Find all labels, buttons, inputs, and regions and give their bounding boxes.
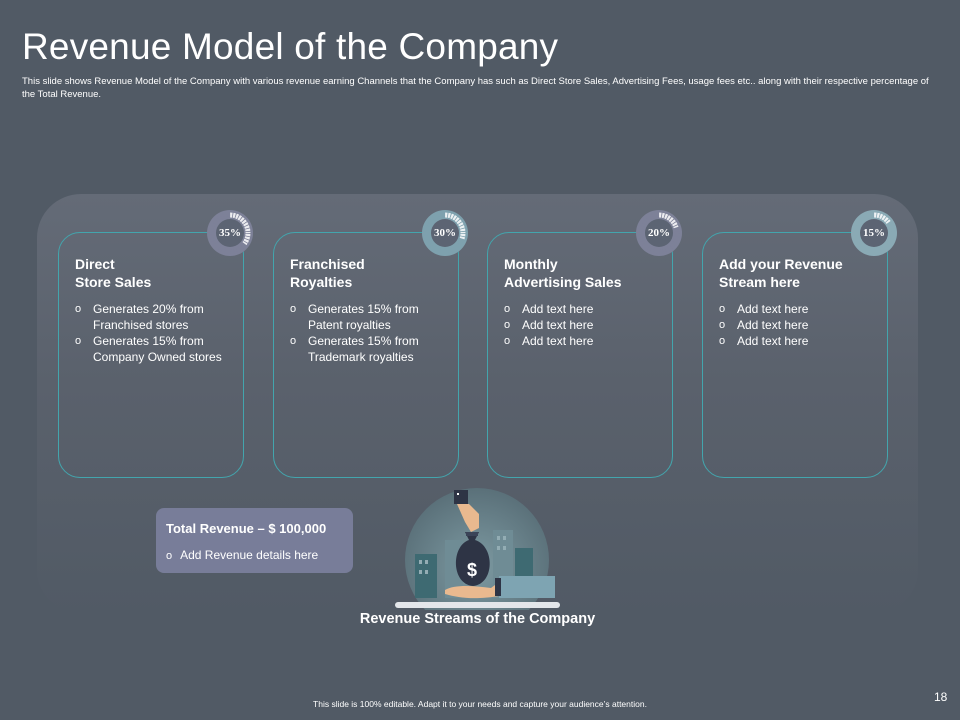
list-item: o Add text here: [719, 333, 884, 349]
bullet-icon: o: [719, 319, 726, 331]
page-number: 18: [934, 690, 948, 704]
list-item-line: Franchised stores: [93, 318, 189, 332]
card-title-line: Monthly: [504, 256, 558, 272]
percent-label: 15%: [863, 227, 885, 239]
bullet-icon: o: [504, 335, 511, 347]
card-title-line: Stream here: [719, 274, 800, 290]
base-plate: [395, 602, 560, 608]
card-bullet-list: o Generates 20% from Franchised stores o…: [75, 301, 240, 365]
card-title-line: Advertising Sales: [504, 274, 622, 290]
badge-center: [431, 219, 459, 247]
list-item: o Add text here: [504, 317, 669, 333]
list-item: o Add text here: [719, 301, 884, 317]
list-item-line: Add text here: [737, 334, 809, 348]
bullet-icon: o: [290, 303, 297, 315]
badge-tick-overlay: [424, 212, 466, 254]
slide-subtitle: This slide shows Revenue Model of the Co…: [22, 76, 929, 100]
donut-progress-icon: [422, 210, 468, 256]
badge-center: [860, 219, 888, 247]
bullet-icon: o: [719, 303, 726, 315]
list-item-line: Company Owned stores: [93, 350, 222, 364]
money-bag-icon: [455, 532, 490, 586]
top-hand-icon: [454, 490, 479, 532]
percent-label: 30%: [434, 227, 456, 239]
badge-tick-overlay: [209, 212, 251, 254]
list-item: o Generates 15% from Company Owned store…: [75, 333, 240, 365]
revenue-card-franchised-royalties: Franchised Royalties o Generates 15% fro…: [273, 232, 459, 478]
list-item-line: Add text here: [737, 302, 809, 316]
card-title-line: Direct: [75, 256, 115, 272]
donut-progress-icon: [207, 210, 253, 256]
list-item: o Add text here: [504, 301, 669, 317]
bullet-icon: o: [290, 335, 297, 347]
revenue-card-monthly-advertising-sales: Monthly Advertising Sales o Add text her…: [487, 232, 673, 478]
list-item-line: Add text here: [522, 334, 594, 348]
card-bullet-list: o Add text here o Add text here o Add te…: [504, 301, 669, 349]
badge-tick-overlay: [638, 212, 680, 254]
bullet-icon: o: [504, 303, 511, 315]
list-item-line: Trademark royalties: [308, 350, 414, 364]
list-item: o Generates 15% from Patent royalties: [290, 301, 455, 333]
total-revenue-item-text: Add Revenue details here: [180, 548, 319, 562]
card-title-line: Royalties: [290, 274, 353, 290]
card-title-line: Store Sales: [75, 274, 152, 290]
card-title: Franchised Royalties: [290, 255, 455, 291]
illustration-caption: Revenue Streams of the Company: [359, 611, 596, 627]
money-bag-hand-illustration: $: [395, 488, 560, 610]
card-title: Add your Revenue Stream here: [719, 255, 884, 291]
percent-label: 35%: [219, 227, 241, 239]
percent-label: 20%: [648, 227, 670, 239]
percent-badge-direct-store-sales: 35%: [207, 210, 253, 256]
list-item-line: Generates 20% from: [93, 302, 204, 316]
total-revenue-item: o Add Revenue details here: [166, 548, 318, 562]
bottom-hand-icon: [445, 576, 555, 599]
slide-footer: This slide is 100% editable. Adapt it to…: [313, 699, 647, 709]
list-item: o Add text here: [719, 317, 884, 333]
list-item-line: Add text here: [522, 302, 594, 316]
list-item-line: Generates 15% from: [308, 334, 419, 348]
percent-badge-add-your-revenue-stream: 15%: [851, 210, 897, 256]
bullet-icon: o: [504, 319, 511, 331]
dollar-sign: $: [467, 560, 477, 580]
list-item-line: Add text here: [737, 318, 809, 332]
card-title: Monthly Advertising Sales: [504, 255, 669, 291]
percent-badge-franchised-royalties: 30%: [422, 210, 468, 256]
badge-center: [645, 219, 673, 247]
list-item-line: Patent royalties: [308, 318, 391, 332]
list-item-line: Generates 15% from: [93, 334, 204, 348]
badge-tick-overlay: [853, 212, 895, 254]
donut-progress-icon: [851, 210, 897, 256]
bullet-icon: o: [166, 550, 173, 562]
card-title-line: Add your Revenue: [719, 256, 843, 272]
bullet-icon: o: [719, 335, 726, 347]
badge-center: [216, 219, 244, 247]
total-revenue-title: Total Revenue – $ 100,000: [166, 521, 327, 536]
list-item-line: Add text here: [522, 318, 594, 332]
percent-badge-monthly-advertising-sales: 20%: [636, 210, 682, 256]
list-item: o Generates 20% from Franchised stores: [75, 301, 240, 333]
revenue-card-add-your-revenue-stream: Add your Revenue Stream here o Add text …: [702, 232, 888, 478]
bullet-icon: o: [75, 303, 82, 315]
list-item: o Add text here: [504, 333, 669, 349]
bullet-icon: o: [75, 335, 82, 347]
card-title: Direct Store Sales: [75, 255, 240, 291]
list-item: o Generates 15% from Trademark royalties: [290, 333, 455, 365]
card-bullet-list: o Add text here o Add text here o Add te…: [719, 301, 884, 349]
card-title-line: Franchised: [290, 256, 365, 272]
donut-progress-icon: [636, 210, 682, 256]
total-revenue-box: Total Revenue – $ 100,000 o Add Revenue d…: [156, 508, 353, 573]
card-bullet-list: o Generates 15% from Patent royalties o …: [290, 301, 455, 365]
list-item-line: Generates 15% from: [308, 302, 419, 316]
slide-title: Revenue Model of the Company: [22, 26, 559, 67]
revenue-card-direct-store-sales: Direct Store Sales o Generates 20% from …: [58, 232, 244, 478]
